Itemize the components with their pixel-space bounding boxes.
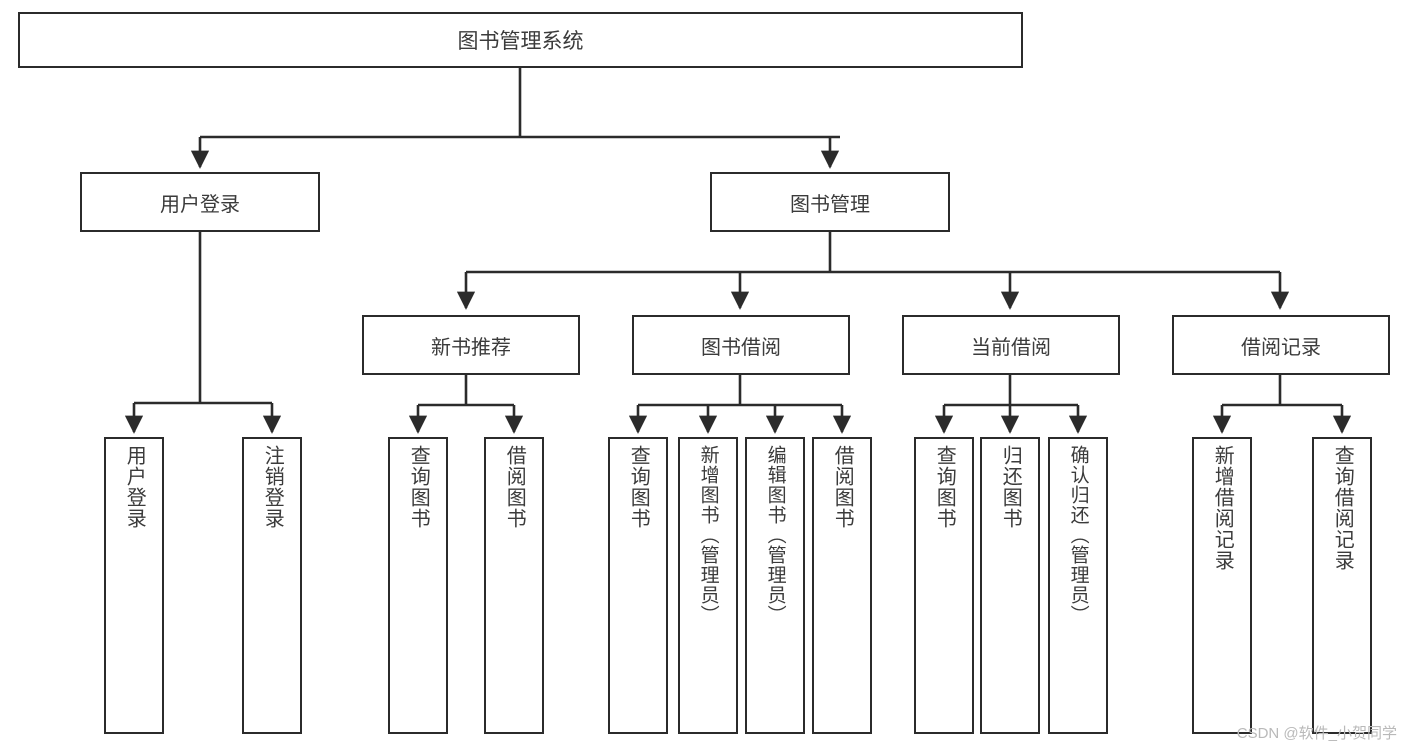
leaf-edit-book[interactable]: 编辑图书（管理员）	[745, 437, 805, 734]
leaf-add-record[interactable]: 新增借阅记录	[1192, 437, 1252, 734]
leaf-query-book-1[interactable]: 查询图书	[388, 437, 448, 734]
leaf-borrow-book-1[interactable]: 借阅图书	[484, 437, 544, 734]
leaf-confirm-return[interactable]: 确认归还（管理员）	[1048, 437, 1108, 734]
leaf-label: 查询图书	[627, 445, 650, 529]
leaf-label: 新增图书（管理员）	[697, 445, 719, 625]
node-book-borrow[interactable]: 图书借阅	[632, 315, 850, 375]
leaf-label: 新增借阅记录	[1211, 445, 1234, 571]
leaf-label: 编辑图书（管理员）	[764, 445, 786, 625]
leaf-label: 查询图书	[933, 445, 956, 529]
leaf-label: 用户登录	[123, 445, 146, 529]
node-label: 用户登录	[160, 193, 240, 216]
leaf-return-book[interactable]: 归还图书	[980, 437, 1040, 734]
node-label: 借阅记录	[1241, 336, 1321, 359]
leaf-label: 注销登录	[261, 445, 284, 529]
leaf-label: 查询借阅记录	[1331, 445, 1354, 571]
leaf-label: 借阅图书	[831, 445, 854, 529]
leaf-label: 归还图书	[999, 445, 1022, 529]
node-label: 图书借阅	[701, 336, 781, 359]
node-root-system[interactable]: 图书管理系统	[18, 12, 1023, 68]
leaf-logout-login[interactable]: 注销登录	[242, 437, 302, 734]
leaf-label: 查询图书	[407, 445, 430, 529]
node-label: 新书推荐	[431, 336, 511, 359]
node-new-book-recommend[interactable]: 新书推荐	[362, 315, 580, 375]
node-label: 当前借阅	[971, 336, 1051, 359]
node-label: 图书管理	[790, 193, 870, 216]
node-borrow-record[interactable]: 借阅记录	[1172, 315, 1390, 375]
leaf-label: 确认归还（管理员）	[1067, 445, 1089, 625]
leaf-borrow-book-2[interactable]: 借阅图书	[812, 437, 872, 734]
node-user-login[interactable]: 用户登录	[80, 172, 320, 232]
leaf-query-book-2[interactable]: 查询图书	[608, 437, 668, 734]
leaf-query-book-3[interactable]: 查询图书	[914, 437, 974, 734]
leaf-query-record[interactable]: 查询借阅记录	[1312, 437, 1372, 734]
leaf-user-login[interactable]: 用户登录	[104, 437, 164, 734]
node-current-borrow[interactable]: 当前借阅	[902, 315, 1120, 375]
node-book-management[interactable]: 图书管理	[710, 172, 950, 232]
leaf-label: 借阅图书	[503, 445, 526, 529]
leaf-add-book[interactable]: 新增图书（管理员）	[678, 437, 738, 734]
node-label: 图书管理系统	[457, 30, 584, 53]
